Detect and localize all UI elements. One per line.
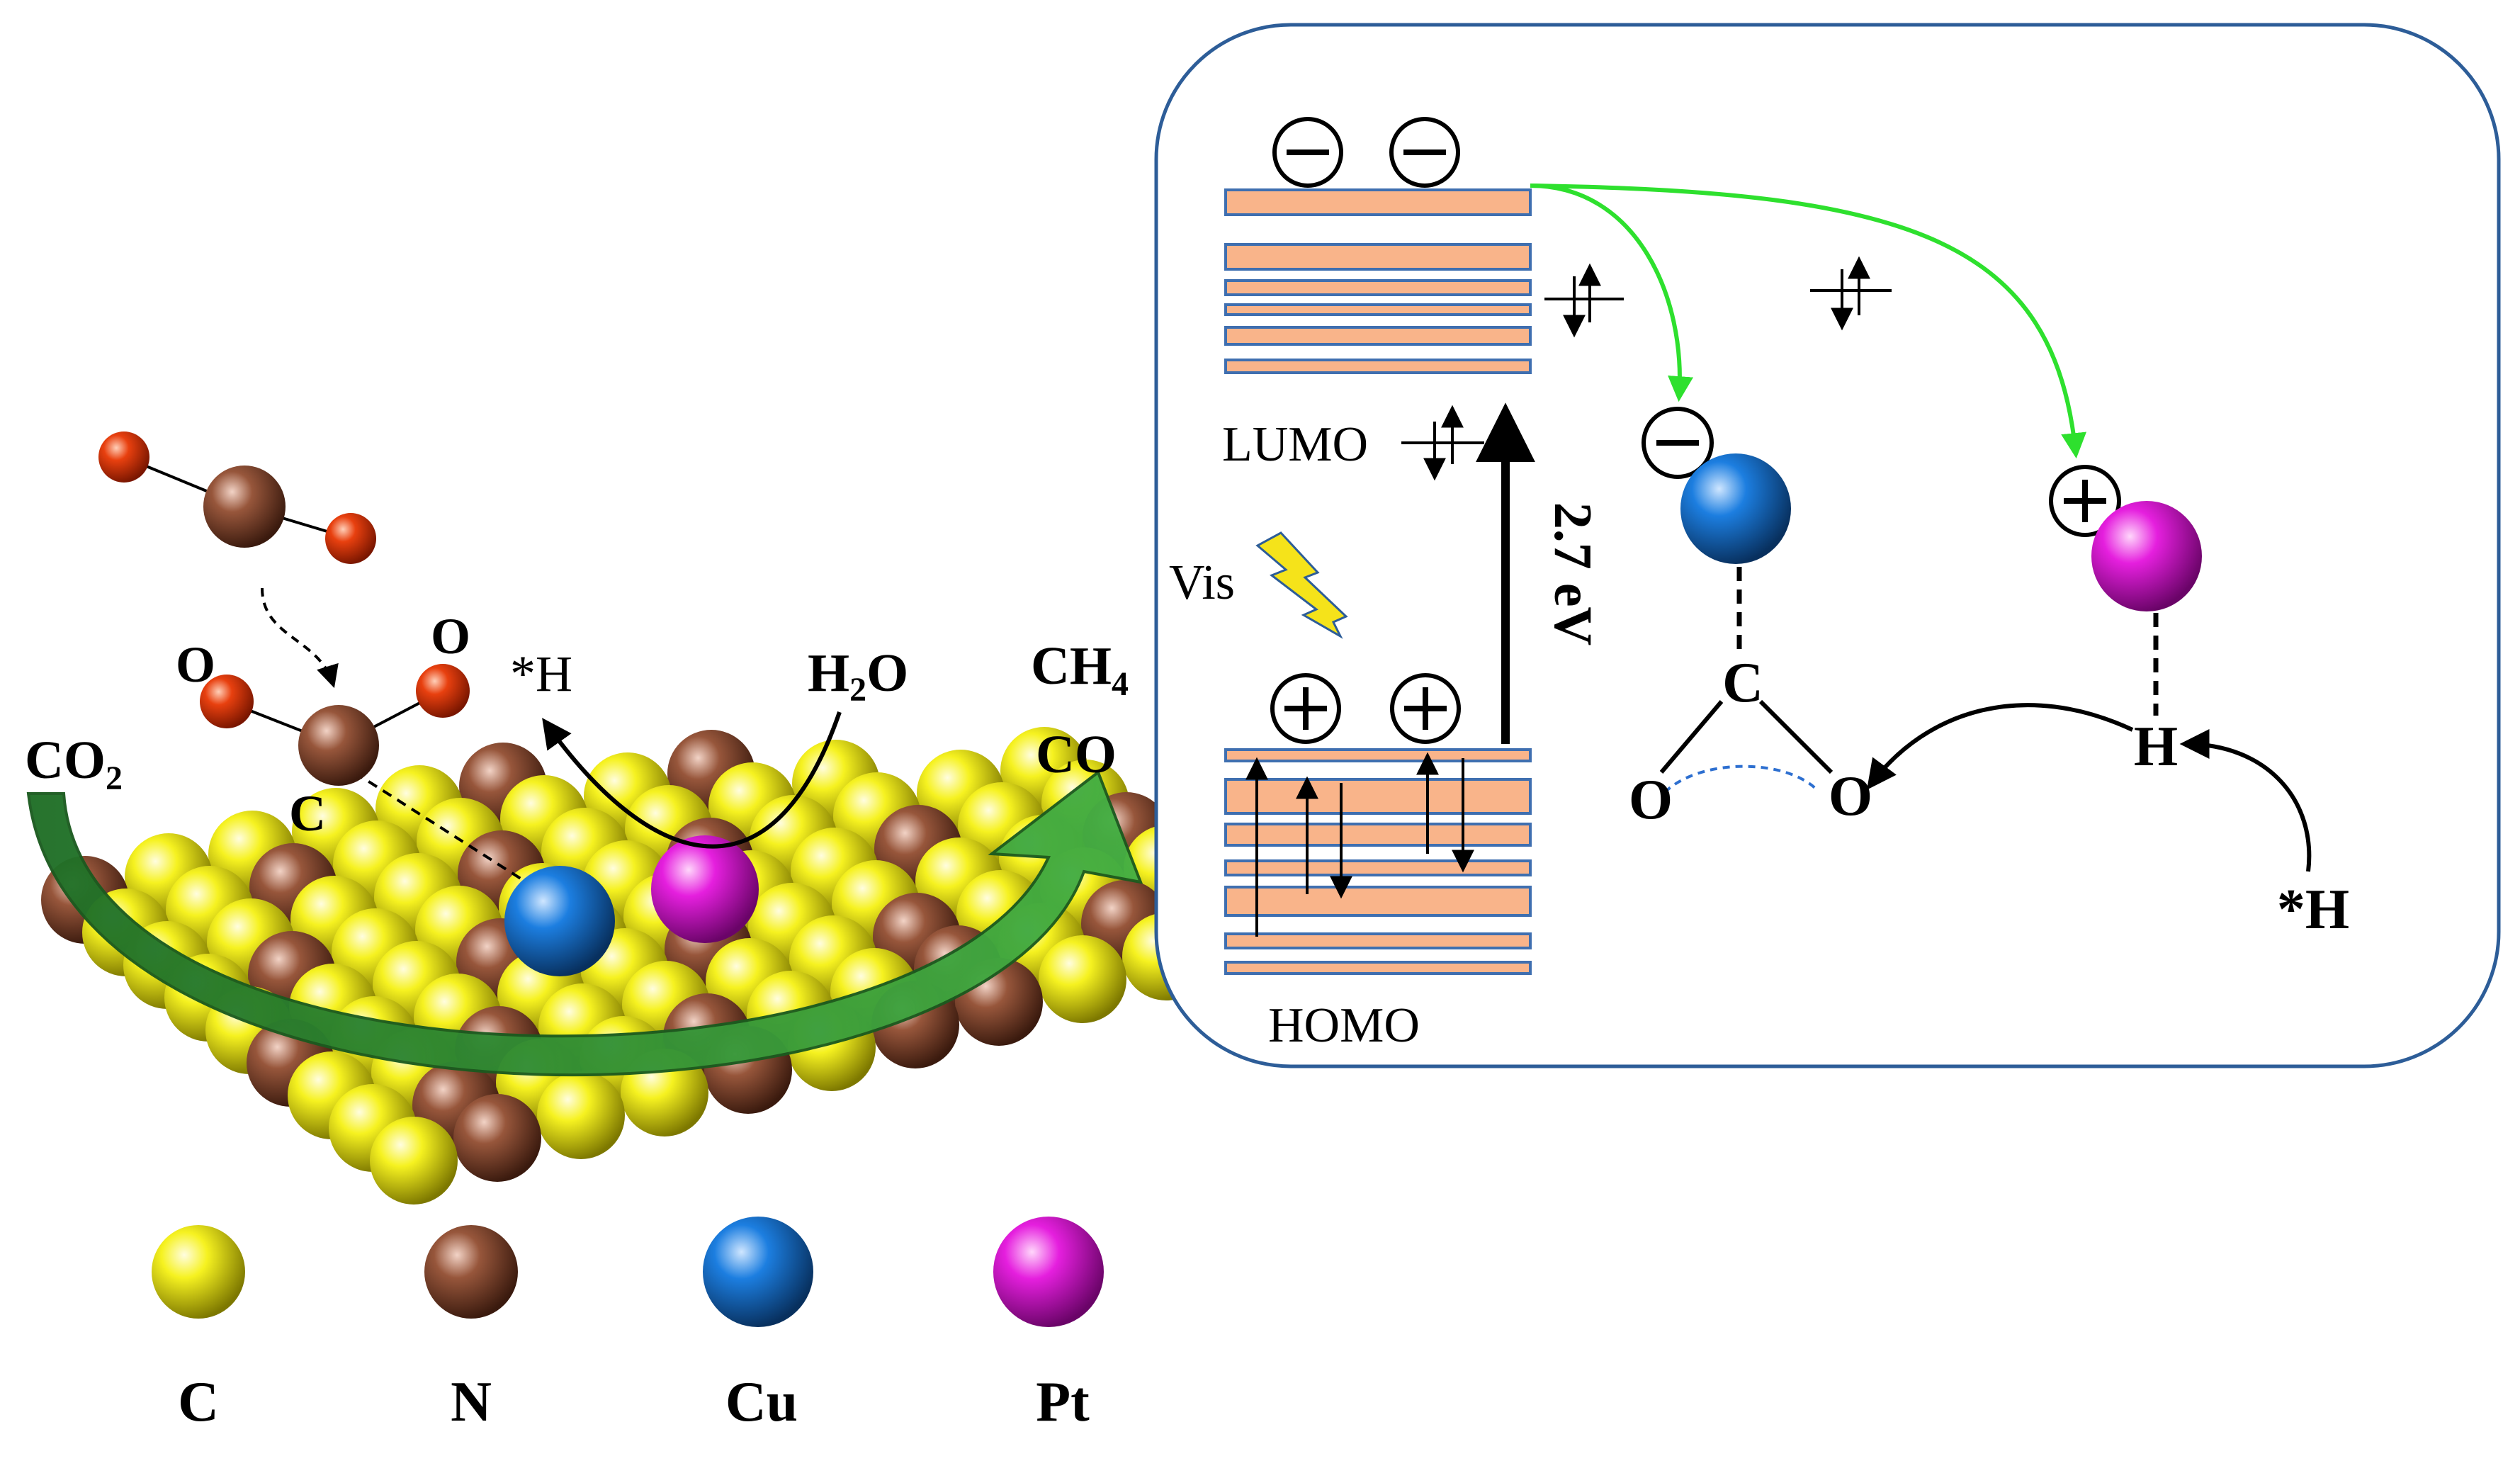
co2-molecule-gas xyxy=(98,431,376,564)
h-star-label: *H xyxy=(510,645,572,702)
platinum-atom xyxy=(651,835,759,943)
electron-on-cu xyxy=(1642,407,1714,479)
hole-on-pt xyxy=(2049,465,2121,537)
visible-light-label: Vis xyxy=(1169,555,1235,610)
panel-platinum-atom xyxy=(2091,501,2202,611)
hole-transfer-arrow xyxy=(1530,184,2087,459)
intermediate-o2-label: O xyxy=(1829,765,1872,828)
hole-1 xyxy=(1270,673,1341,744)
water-dissociation-arrow xyxy=(542,711,842,849)
electron-1 xyxy=(1272,117,1343,188)
c-o-bond-right xyxy=(1758,699,1834,774)
spin-symbol-1 xyxy=(1544,263,1624,338)
spin-symbol-lumo xyxy=(1401,405,1484,481)
c-label: C xyxy=(289,785,326,842)
co2-molecule-adsorbed xyxy=(200,664,522,880)
intermediate-o1-label: O xyxy=(1629,769,1673,831)
o-left-label: O xyxy=(176,636,215,693)
h2o-label: H2O xyxy=(808,643,908,709)
legend-platinum-swatch xyxy=(993,1217,1104,1327)
surface-carbon-atom xyxy=(370,1117,458,1205)
homo-label: HOMO xyxy=(1268,998,1420,1053)
panel-h-star-label: *H xyxy=(2277,879,2349,941)
copper-atom xyxy=(504,866,615,976)
o-right-label: O xyxy=(431,608,470,665)
electron-2 xyxy=(1389,117,1460,188)
spin-symbol-2 xyxy=(1810,256,1892,331)
reaction-arrow xyxy=(26,769,1143,1077)
legend: C N Cu Pt xyxy=(152,1217,1104,1433)
hole-2 xyxy=(1390,673,1461,744)
legend-carbon-swatch xyxy=(152,1225,245,1319)
mechanism-panel: 2.7 eV LUMO HOMO Vis xyxy=(1154,23,2501,1068)
intermediate-c-label: C xyxy=(1722,652,1763,714)
co-label: CO xyxy=(1036,725,1117,784)
h-to-o-arrow xyxy=(1866,703,2134,790)
band-gap-label: 2.7 eV xyxy=(1543,502,1603,646)
legend-label-n: N xyxy=(451,1371,492,1433)
catalyst-surface xyxy=(41,727,1211,1205)
legend-label-c: C xyxy=(178,1371,219,1433)
surface-nitrogen-atom xyxy=(453,1094,541,1182)
legend-label-cu: Cu xyxy=(725,1371,798,1433)
lumo-label: LUMO xyxy=(1222,417,1368,472)
homo-bands xyxy=(1224,748,1532,975)
ch4-label: CH4 xyxy=(1031,636,1129,703)
h-star-to-h-arrow xyxy=(2179,729,2312,872)
legend-nitrogen-swatch xyxy=(424,1225,518,1319)
panel-copper-atom xyxy=(1680,453,1791,564)
excitation-arrows xyxy=(1245,752,1474,937)
o-o-dashed-arc xyxy=(1663,765,1819,794)
co2-label: CO2 xyxy=(25,730,123,797)
legend-label-pt: Pt xyxy=(1036,1371,1090,1433)
adsorption-arrow xyxy=(261,587,339,689)
bound-h-label: H xyxy=(2134,716,2178,778)
lightning-icon xyxy=(1255,531,1348,639)
electron-transfer-arrow xyxy=(1530,184,1693,402)
surface-carbon-atom xyxy=(537,1071,625,1159)
surface-carbon-atom xyxy=(1039,935,1126,1023)
legend-copper-swatch xyxy=(703,1217,813,1327)
c-o-bond-left xyxy=(1659,700,1724,774)
lumo-bands xyxy=(1224,188,1532,374)
